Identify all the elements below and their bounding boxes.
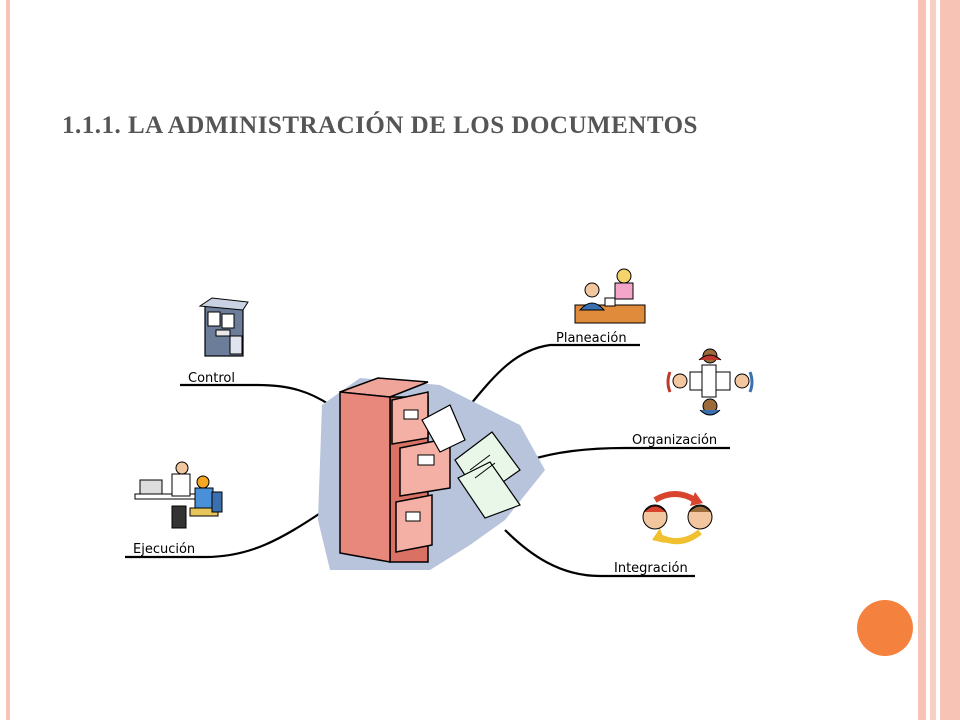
left-frame-stripe	[6, 0, 10, 720]
right-frame-stripe	[940, 0, 960, 720]
team-table-icon	[666, 348, 754, 416]
connector-control	[180, 383, 331, 406]
orange-circle-decoration	[857, 600, 913, 656]
connector-integracion	[504, 529, 695, 578]
right-frame-stripe	[930, 0, 936, 720]
connector-organizacion	[529, 446, 730, 462]
connector-planeacion	[469, 343, 640, 406]
branch-label-integracion: Integración	[614, 561, 688, 576]
branch-label-control: Control	[188, 371, 235, 386]
branch-label-organizacion: Organización	[632, 433, 717, 448]
filing-cabinet-icon	[318, 377, 545, 570]
meeting-people-icon	[574, 268, 646, 324]
branch-label-planeacion: Planeación	[556, 331, 627, 346]
connector-ejecucion	[125, 509, 326, 559]
connector-lines	[125, 343, 730, 578]
branch-label-ejecucion: Ejecución	[133, 542, 195, 557]
right-frame-stripe	[918, 0, 926, 720]
file-cabinet-icon	[198, 297, 249, 357]
slide-title: 1.1.1. LA ADMINISTRACIÓN DE LOS DOCUMENT…	[62, 112, 698, 139]
people-cycle-icon	[642, 491, 713, 545]
office-workers-icon	[134, 461, 223, 529]
